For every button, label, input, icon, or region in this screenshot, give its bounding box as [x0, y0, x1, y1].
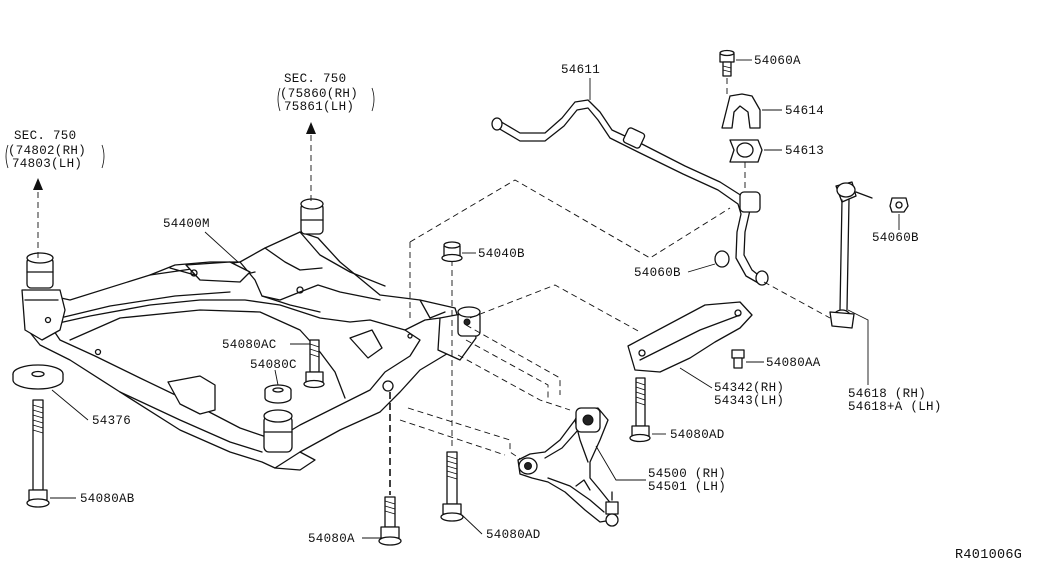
section-ref-center-rh: (75860(RH) — [280, 87, 358, 101]
assembly-dashes — [399, 179, 731, 463]
stabilizer-link: 54618 (RH) 54618+A (LH) — [763, 181, 942, 414]
stabilizer-bar: 54611 — [491, 63, 769, 286]
bolt-54080AB: 54080AB — [26, 399, 135, 508]
section-ref-center: SEC. 750 (75860(RH) 75861(LH) — [277, 72, 375, 204]
label-54611: 54611 — [561, 63, 600, 77]
nut-54060B-right: 54060B — [872, 197, 919, 245]
label-54080AC: 54080AC — [222, 338, 277, 352]
label-54343-LH: 54343(LH) — [714, 394, 784, 408]
label-54500-RH: 54500 (RH) — [648, 467, 726, 481]
member-label: 54400M — [163, 217, 239, 263]
label-54080A: 54080A — [308, 532, 355, 546]
label-54342-RH: 54342(RH) — [714, 381, 784, 395]
arrow-up-icon — [306, 122, 316, 134]
label-54080AB: 54080AB — [80, 492, 135, 506]
label-54400M: 54400M — [163, 217, 210, 231]
nut-54060B-left: 54060B — [634, 250, 730, 280]
clamp-54614: 54614 — [721, 93, 824, 129]
lower-control-arm: 54500 (RH) 54501 (LH) — [517, 407, 726, 527]
section-ref-left: SEC. 750 (74802(RH) 74803(LH) — [5, 129, 105, 258]
label-54080C: 54080C — [250, 358, 297, 372]
spacer-54080C: 54080C — [250, 358, 297, 404]
label-54618A-LH: 54618+A (LH) — [848, 400, 942, 414]
bolt-54060A: 54060A — [719, 49, 801, 96]
diagram-reference-code: R401006G — [955, 548, 1022, 563]
bolt-54080AA: 54080AA — [731, 349, 821, 370]
label-54060B-right: 54060B — [872, 231, 919, 245]
nut-54040B: 54040B — [441, 241, 525, 263]
label-54376: 54376 — [92, 414, 131, 428]
bolt-54080AD-lower: 54080AD — [440, 260, 541, 542]
label-54080AA: 54080AA — [766, 356, 821, 370]
label-54613: 54613 — [785, 144, 824, 158]
label-54614: 54614 — [785, 104, 824, 118]
label-54060B-left: 54060B — [634, 266, 681, 280]
section-ref-left-lh: 74803(LH) — [12, 157, 82, 171]
bolt-54080AC: 54080AC — [222, 338, 325, 389]
section-ref-center-lh: 75861(LH) — [284, 100, 354, 114]
bushing-54613: 54613 — [729, 139, 824, 190]
washer-54376: 54376 — [12, 364, 131, 428]
member-right-bushing — [457, 306, 481, 337]
label-54080AD-lower: 54080AD — [486, 528, 541, 542]
suspension-member — [21, 198, 477, 471]
section-ref-left-title: SEC. 750 — [14, 129, 76, 143]
label-54040B: 54040B — [478, 247, 525, 261]
bolt-54080AD-right: 54080AD — [629, 377, 725, 443]
arrow-up-icon — [33, 178, 43, 190]
label-54080AD-right: 54080AD — [670, 428, 725, 442]
section-ref-center-title: SEC. 750 — [284, 72, 346, 86]
section-ref-left-rh: (74802(RH) — [8, 144, 86, 158]
bracket-54342: 54342(RH) 54343(LH) — [627, 301, 784, 408]
label-54618-RH: 54618 (RH) — [848, 387, 926, 401]
label-54060A: 54060A — [754, 54, 801, 68]
label-54501-LH: 54501 (LH) — [648, 480, 726, 494]
bolt-54080A: 54080A — [308, 392, 402, 546]
